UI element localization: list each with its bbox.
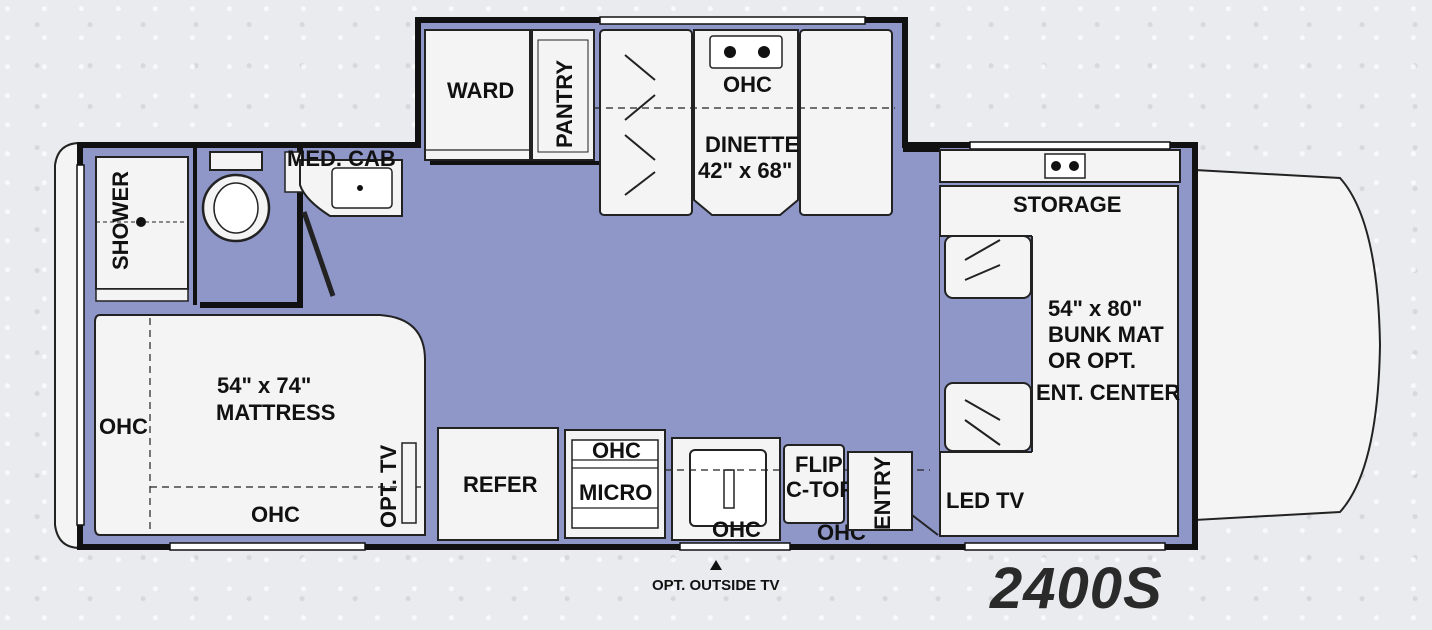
dinette-table [693,29,799,216]
seatbelt-1 [624,54,656,81]
seatbelt-4 [624,171,656,196]
bunk-line4-label: ENT. CENTER [1036,380,1180,405]
mattress-label: MATTRESS [216,400,335,425]
ohc-sink-label: OHC [712,517,761,542]
cab-seatbelt-2 [964,264,1001,281]
cab-seatbelt-1 [964,239,1001,261]
micro-oven [571,439,659,529]
opt-outside-tv-label: OPT. OUTSIDE TV [652,577,780,594]
window-rear [76,164,85,526]
outside-tv-arrow-icon [710,560,722,570]
bunk-line3-label: OR OPT. [1048,348,1136,373]
led-tv-label: LED TV [946,488,1025,513]
toilet-tank [209,151,263,171]
window-top-slide [599,16,866,25]
sink-faucet-icon [723,469,735,509]
mattress [94,314,426,536]
seatbelt-3 [624,134,656,161]
pantry [531,29,595,161]
storage-label: STORAGE [1013,192,1121,217]
ohc-top-label: OHC [723,72,772,97]
flip-label: FLIP [795,452,843,477]
opt-tv-box [401,442,417,524]
pantry-label: PANTRY [552,60,577,148]
cab-seatbelt-4 [964,419,1001,446]
bunk-line1-label: 54" x 80" [1048,296,1142,321]
outer-wall [77,17,1198,550]
entry-label: ENTRY [870,456,895,530]
med-cab-label: MED. CAB [287,146,396,171]
shower-step [95,288,189,302]
cooktop-top [709,35,783,69]
refer-label: REFER [463,472,538,497]
bath-door [301,211,336,297]
toilet-bowl [213,182,259,234]
front-burner-icon-2 [1069,161,1079,171]
cab-nose [1194,168,1382,522]
flip-counter [783,444,845,524]
shower-label: SHOWER [108,171,133,270]
cab-seat-bottom [944,382,1032,452]
entry-door [911,514,939,536]
ohc-micro-label: OHC [592,438,641,463]
mattress-size-label: 54" x 74" [217,373,311,398]
dinette-seat-right [799,29,893,216]
bunk-line2-label: BUNK MAT [1048,322,1164,347]
entry-step [847,451,913,531]
cab-seatbelt-3 [964,399,1001,421]
ward-label: WARD [447,78,514,103]
window-front-bottom [964,542,1166,551]
window-front-top [969,141,1171,150]
rear-bumper [54,141,81,550]
window-bed-bottom [169,542,366,551]
micro-label: MICRO [579,480,652,505]
wardrobe [424,29,531,161]
model-name: 2400S [990,556,1163,621]
seatbelt-2 [624,94,656,121]
ohc-bed-bottom-label: OHC [251,502,300,527]
faucet-icon [357,185,363,191]
dinette-seat-left [599,29,693,216]
front-burner-icon-1 [1051,161,1061,171]
window-galley-bottom [679,542,791,551]
burner-icon-2 [758,46,770,58]
dinette-label: DINETTE [705,132,799,157]
opt-tv-label: OPT. TV [376,445,401,528]
ohc-left-label: OHC [99,414,148,439]
shower-drain-icon [136,217,146,227]
cab-seat-top [944,235,1032,299]
ctop-label: C-TOP [786,477,854,502]
pantry-inner [537,39,589,153]
refer [437,427,559,541]
burner-icon-1 [724,46,736,58]
dinette-size-label: 42" x 68" [698,158,792,183]
